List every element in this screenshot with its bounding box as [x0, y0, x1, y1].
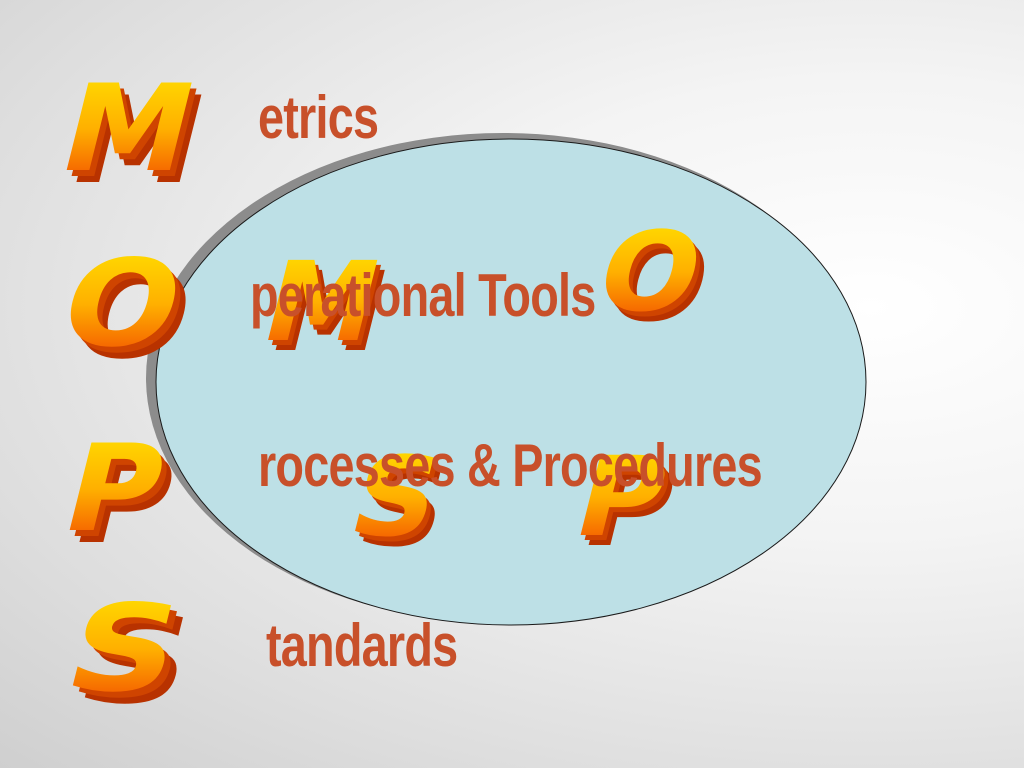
word-processes-procedures: rocesses & Procedures [258, 432, 763, 499]
acronym-inner-p: P P P [564, 433, 689, 571]
word-metrics: etrics [258, 84, 379, 151]
acronym-outer-m: M M M [48, 59, 219, 211]
acronym-inner-s: S S S [339, 433, 462, 571]
acronym-inner-m: M M M [251, 239, 400, 377]
ellipse-background [155, 138, 867, 626]
acronym-outer-p: P P P [51, 419, 189, 571]
word-operational-tools: perational Tools [250, 262, 596, 329]
acronym-outer-s: S S S [53, 579, 208, 731]
word-standards: tandards [266, 612, 458, 679]
